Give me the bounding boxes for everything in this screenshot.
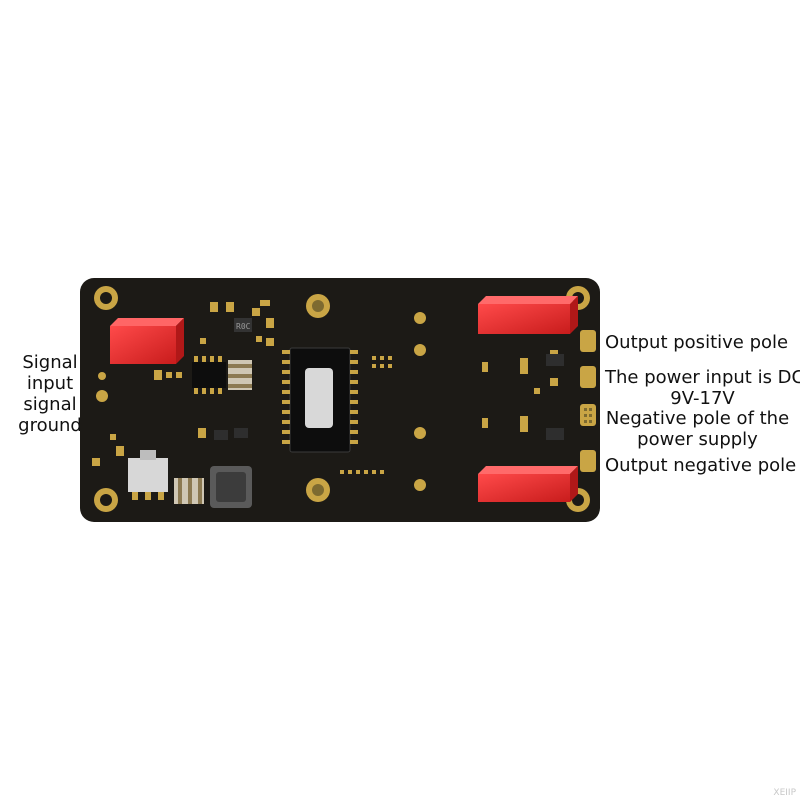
capacitors <box>174 360 252 504</box>
negative-supply-label-line-1: Negative pole of the <box>605 408 790 429</box>
output-positive-terminal <box>478 296 578 334</box>
signal-label-line-4: ground <box>18 415 82 436</box>
chip-marking: R0C <box>236 322 251 331</box>
voltage-regulator <box>128 450 168 500</box>
power-input-label-line-2: 9V-17V <box>670 388 735 409</box>
negative-supply-label-line-2: power supply <box>637 429 758 450</box>
signal-label-line-1: Signal <box>22 352 78 373</box>
watermark: XEIIP <box>773 788 796 798</box>
small-ic: R0C <box>234 318 252 332</box>
pcb-board: R0C <box>80 278 600 522</box>
power-input-pad <box>580 366 596 388</box>
amplifier-chip <box>282 347 358 453</box>
output-positive-pad <box>580 330 596 352</box>
inductor <box>210 466 252 508</box>
signal-input-terminal <box>110 318 184 364</box>
op-amp-chip <box>192 356 226 394</box>
power-input-label-line-1: The power input is DC <box>605 367 800 388</box>
signal-input-label-group: Signal input signal ground <box>12 352 88 436</box>
output-negative-pad <box>580 450 596 472</box>
output-positive-label: Output positive pole <box>605 332 789 353</box>
output-negative-terminal <box>478 466 578 502</box>
dark-smd-components <box>214 354 564 440</box>
signal-label-line-2: input <box>26 373 74 394</box>
output-negative-label: Output negative pole <box>605 455 797 476</box>
negative-supply-pad <box>580 404 596 426</box>
signal-label-line-3: signal <box>23 394 77 415</box>
